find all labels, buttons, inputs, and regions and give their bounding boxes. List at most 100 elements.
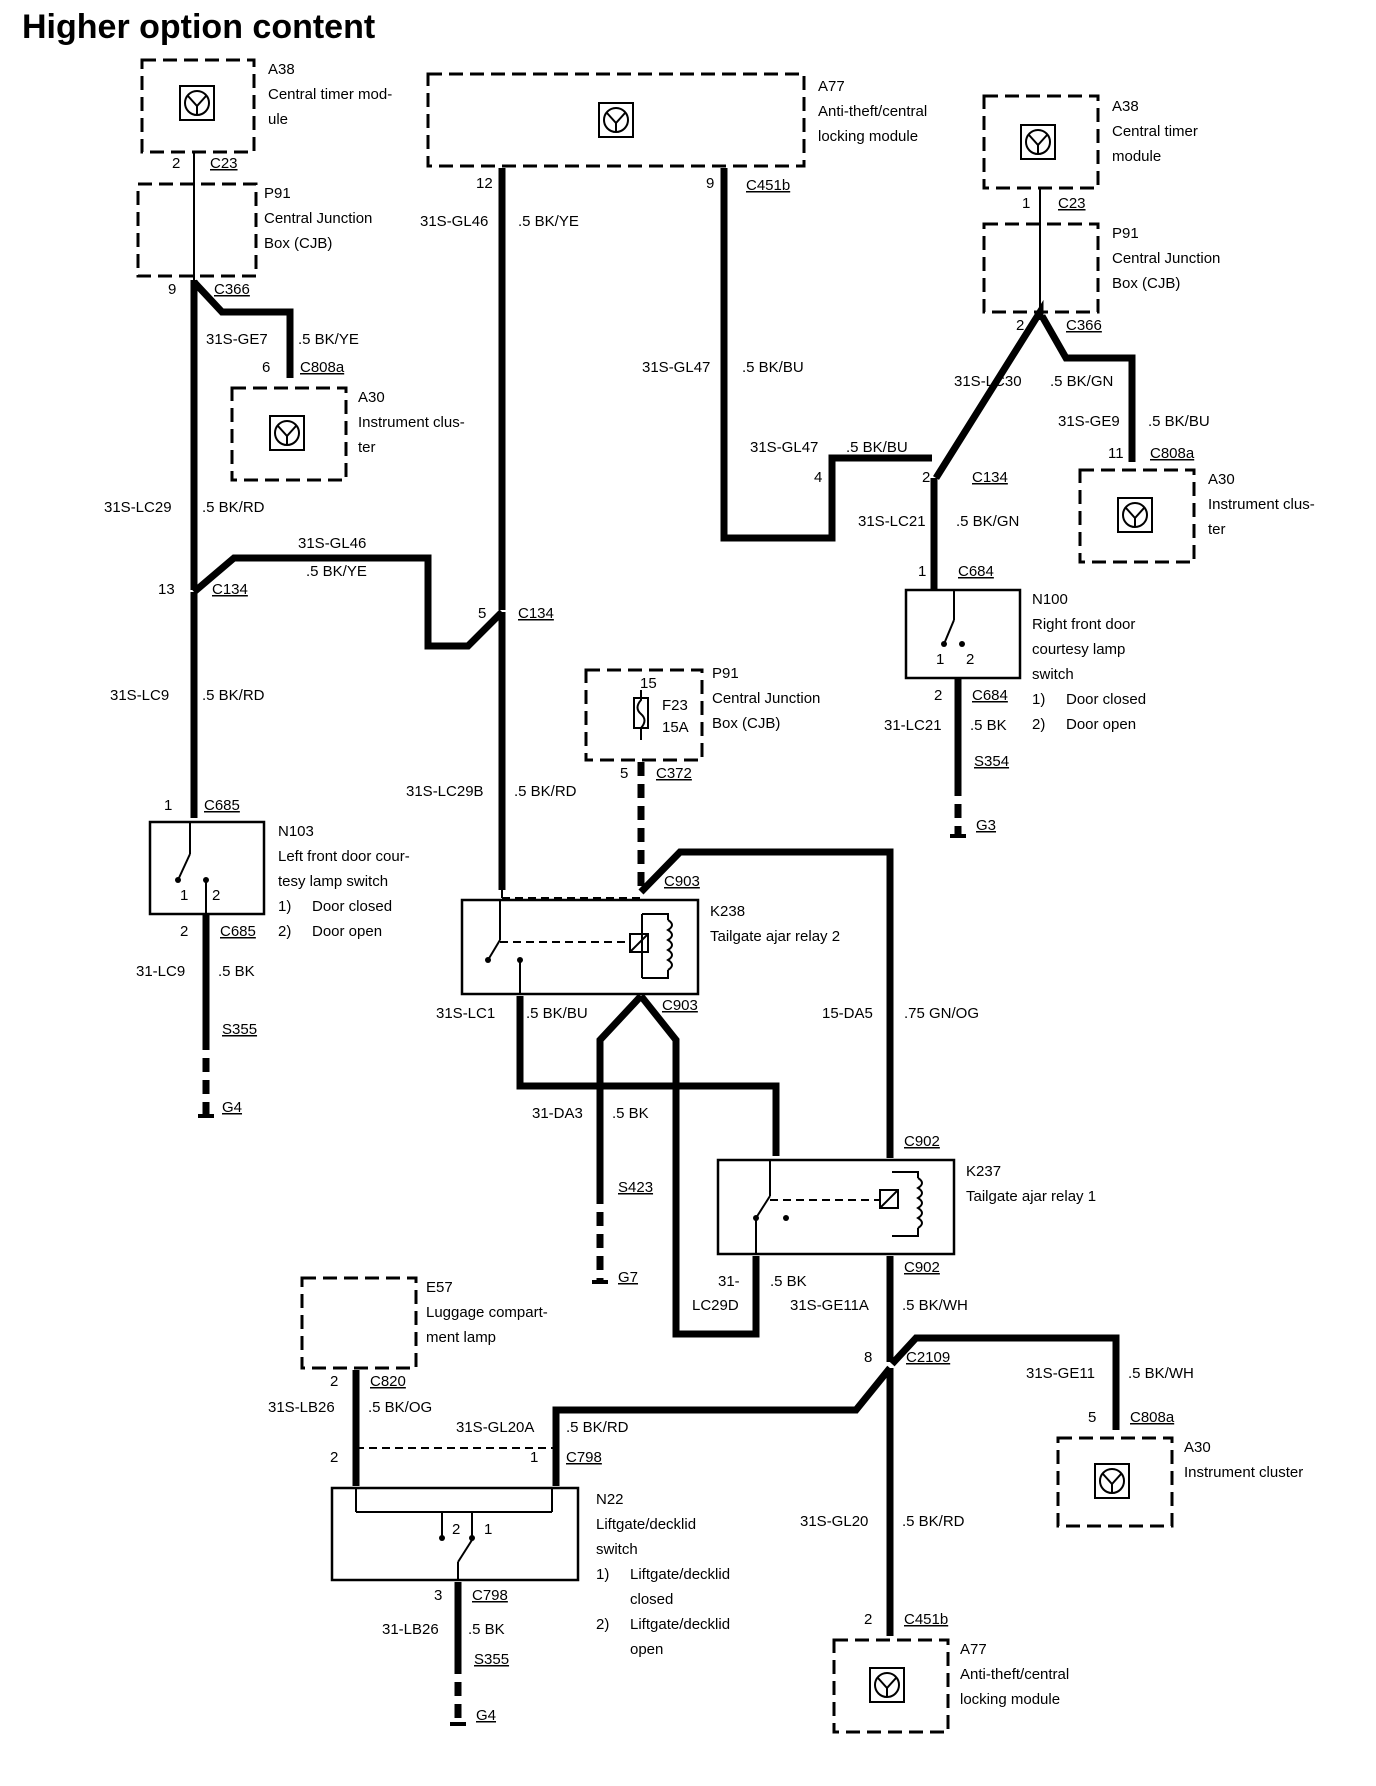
color-bkbu: .5 BK/BU [846, 439, 908, 456]
color-bkgn: .5 BK/GN [1050, 373, 1113, 390]
a30-bottom-box [1056, 1436, 1174, 1528]
pin-1: 1 [164, 797, 172, 814]
p91-left-line2: Box (CJB) [264, 235, 332, 252]
fuse-rating: 15A [662, 719, 689, 736]
n22-id: N22 [596, 1491, 624, 1508]
color-bkwh: .5 BK/WH [1128, 1365, 1194, 1382]
circuit-lc30: 31S-LC30 [954, 373, 1022, 390]
conn-c366: C366 [214, 281, 250, 298]
n22-state2b: open [630, 1641, 663, 1658]
n100-pin2: 2 [966, 651, 974, 668]
fuse-id: F23 [662, 697, 688, 714]
circuit-gl47: 31S-GL47 [642, 359, 710, 376]
conn-c134: C134 [518, 605, 554, 622]
n103-pin1: 1 [180, 887, 188, 904]
conn-c684: C684 [958, 563, 994, 580]
a30-bottom-id: A30 [1184, 1439, 1211, 1456]
k237-line1: Tailgate ajar relay 1 [966, 1188, 1096, 1205]
color-gnog: .75 GN/OG [904, 1005, 979, 1022]
pin-6: 6 [262, 359, 270, 376]
color-bkye: .5 BK/YE [298, 331, 359, 348]
color-bkwh: .5 BK/WH [902, 1297, 968, 1314]
splice-s355: S355 [474, 1651, 509, 1668]
n22-box [330, 1486, 580, 1582]
n22-state1-num: 1) [596, 1566, 609, 1583]
conn-c808a: C808a [1150, 445, 1195, 462]
a30-bottom-line1: Instrument cluster [1184, 1464, 1303, 1481]
n100-id: N100 [1032, 591, 1068, 608]
conn-c134: C134 [972, 469, 1008, 486]
switch-symbol [355, 1488, 553, 1580]
a30-top-right-box [1078, 468, 1196, 564]
p91-left-line1: Central Junction [264, 210, 372, 227]
k237-box [716, 1158, 956, 1256]
pin-2: 2 [330, 1373, 338, 1390]
color-bkbu: .5 BK/BU [1148, 413, 1210, 430]
relay-symbol [485, 900, 673, 994]
circuit-gl20a: 31S-GL20A [456, 1419, 534, 1436]
a77-top-id: A77 [818, 78, 845, 95]
ground-g4: G4 [476, 1707, 496, 1724]
n103-pin2: 2 [212, 887, 220, 904]
circuit-lc29d-a: 31- [718, 1273, 740, 1290]
color-bkrd: .5 BK/RD [566, 1419, 629, 1436]
pin-1: 1 [1022, 195, 1030, 212]
circuit-ge11a: 31S-GE11A [790, 1297, 869, 1314]
k237-id: K237 [966, 1163, 1001, 1180]
pin-9: 9 [706, 175, 714, 192]
p91-right-line1: Central Junction [1112, 250, 1220, 267]
conn-c23: C23 [1058, 195, 1086, 212]
color-bk: .5 BK [612, 1105, 649, 1122]
circuit-lc9g: 31-LC9 [136, 963, 185, 980]
a30-top-right-id: A30 [1208, 471, 1235, 488]
circuit-ge9: 31S-GE9 [1058, 413, 1120, 430]
color-bkbu: .5 BK/BU [526, 1005, 588, 1022]
n103-state2: Door open [312, 923, 382, 940]
color-bkrd: .5 BK/RD [514, 783, 577, 800]
conn-c23: C23 [210, 155, 238, 172]
conn-c451b: C451b [904, 1611, 948, 1628]
color-bkrd: .5 BK/RD [202, 499, 265, 516]
a30-top-left-box [230, 386, 348, 482]
a30-top-right-line1: Instrument clus- [1208, 496, 1315, 513]
pin-5: 5 [620, 765, 628, 782]
conn-c372: C372 [656, 765, 692, 782]
n103-state1: Door closed [312, 898, 392, 915]
splice-s354: S354 [974, 753, 1009, 770]
n22-line2: switch [596, 1541, 638, 1558]
a30-top-right-line2: ter [1208, 521, 1226, 538]
conn-c903: C903 [664, 873, 700, 890]
color-bkrd: .5 BK/RD [202, 687, 265, 704]
circuit-lc1: 31S-LC1 [436, 1005, 495, 1022]
circuit-ge7: 31S-GE7 [206, 331, 268, 348]
a77-bottom-box [832, 1638, 950, 1734]
a30-top-left-line1: Instrument clus- [358, 414, 465, 431]
module-icon [269, 415, 305, 451]
conn-c902: C902 [904, 1133, 940, 1150]
n103-state2-num: 2) [278, 923, 291, 940]
circuit-lc21: 31S-LC21 [858, 513, 926, 530]
switch-symbol [175, 822, 209, 914]
ground-g3: G3 [976, 817, 996, 834]
pin-12: 12 [476, 175, 493, 192]
page-title: Higher option content [22, 8, 375, 46]
conn-c684: C684 [972, 687, 1008, 704]
circuit-lc29d-b: LC29D [692, 1297, 739, 1314]
circuit-lc21g: 31-LC21 [884, 717, 942, 734]
circuit-gl46: 31S-GL46 [298, 535, 366, 552]
n100-line2: courtesy lamp [1032, 641, 1125, 658]
p91-left-box [136, 182, 258, 278]
fuse-symbol [633, 690, 649, 740]
p91-center-box [584, 668, 704, 762]
a38-right-id: A38 [1112, 98, 1139, 115]
a77-bottom-id: A77 [960, 1641, 987, 1658]
circuit-gl46: 31S-GL46 [420, 213, 488, 230]
n22-line1: Liftgate/decklid [596, 1516, 696, 1533]
a77-top-line2: locking module [818, 128, 918, 145]
n22-state1a: Liftgate/decklid [630, 1566, 730, 1583]
circuit-gl47: 31S-GL47 [750, 439, 818, 456]
a77-top-box [426, 72, 806, 168]
fuse-pin-top: 15 [640, 675, 657, 692]
switch-symbol [941, 590, 965, 647]
